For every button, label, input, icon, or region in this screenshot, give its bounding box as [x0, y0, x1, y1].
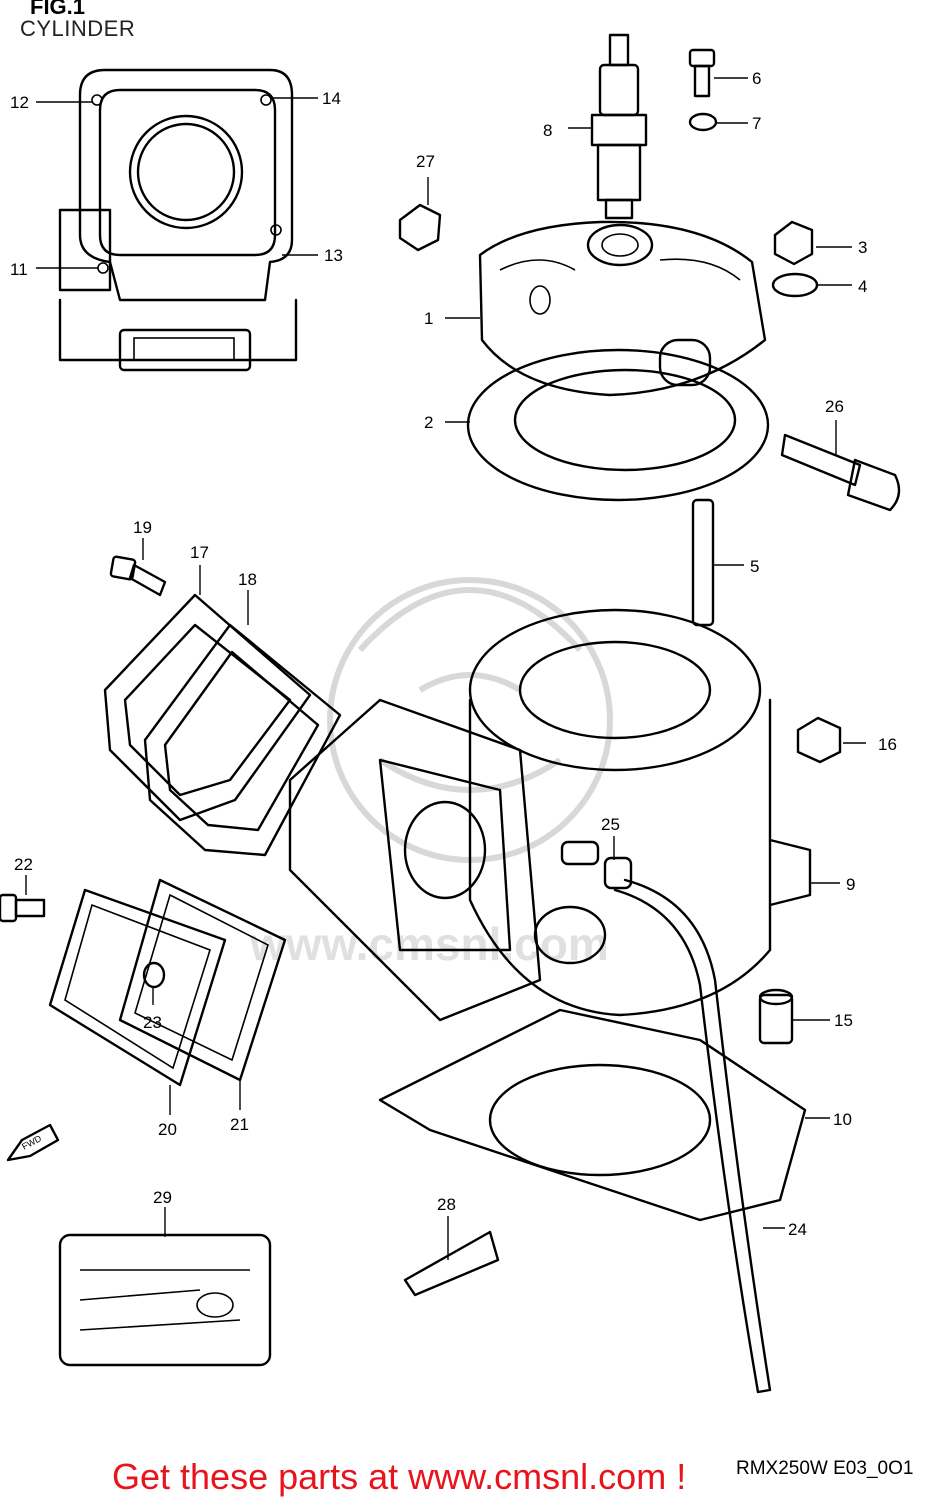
- callout-2: 2: [424, 413, 433, 432]
- callout-13: 13: [324, 246, 343, 265]
- callout-25: 25: [601, 815, 620, 834]
- o-ring-23: [142, 961, 166, 989]
- cylinder-head: [478, 220, 767, 397]
- callout-28: 28: [437, 1195, 456, 1214]
- leader-lines: [25, 77, 866, 1260]
- figure-subtitle: CYLINDER: [20, 16, 136, 41]
- label-29: [58, 1233, 272, 1367]
- figure-code: RMX250W E03_0O1: [736, 1458, 914, 1479]
- callout-6: 6: [752, 69, 761, 88]
- inset-cylinder-top-view: [58, 68, 298, 372]
- head-gasket: [466, 348, 770, 502]
- callout-17: 17: [190, 543, 209, 562]
- callout-24: 24: [788, 1220, 807, 1239]
- callout-14: 14: [322, 89, 341, 108]
- washer-4: [771, 272, 819, 298]
- callout-18: 18: [238, 570, 257, 589]
- base-gasket: [378, 1008, 807, 1222]
- callout-8: 8: [543, 121, 552, 140]
- nut-3: [773, 220, 814, 266]
- callout-10: 10: [833, 1110, 852, 1129]
- plate-28: [403, 1230, 500, 1297]
- intake-gasket-18: [143, 623, 342, 857]
- callout-3: 3: [858, 238, 867, 257]
- watermark-logo: www.cmsnl.com: [249, 577, 613, 970]
- fwd-arrow: FWD: [6, 1123, 60, 1162]
- callout-4: 4: [858, 277, 867, 296]
- cylinder-body: [288, 608, 812, 1022]
- callout-5: 5: [750, 557, 759, 576]
- hose-24: [613, 878, 772, 1394]
- cover-20: [48, 888, 227, 1087]
- callout-16: 16: [878, 735, 897, 754]
- callout-12: 12: [10, 93, 29, 112]
- bolt-6: [688, 48, 716, 98]
- bolt-19: [109, 555, 167, 597]
- callout-11: 11: [10, 260, 28, 279]
- bolt-22: [0, 893, 46, 923]
- callout-27: 27: [416, 152, 435, 171]
- callout-29: 29: [153, 1188, 172, 1207]
- callout-labels: 1 2 3 4 5 6 7 8 9 10 11 12 13 14 15 16 1…: [10, 69, 897, 1239]
- fitting-25: [560, 840, 633, 890]
- callout-21: 21: [230, 1115, 249, 1134]
- bolt-26: [780, 433, 901, 512]
- callout-19: 19: [133, 518, 152, 537]
- callout-23: 23: [143, 1013, 162, 1032]
- nut-27: [398, 203, 442, 252]
- callout-15: 15: [834, 1011, 853, 1030]
- promo-link[interactable]: Get these parts at www.cmsnl.com !: [112, 1456, 687, 1497]
- callout-9: 9: [846, 875, 855, 894]
- collar-15: [758, 988, 794, 1045]
- spark-plug: [590, 33, 648, 220]
- stud-5: [691, 498, 715, 627]
- washer-7: [688, 112, 718, 132]
- callout-22: 22: [14, 855, 33, 874]
- nut-16: [796, 716, 842, 764]
- callout-7: 7: [752, 114, 761, 133]
- intake-gasket-17: [103, 593, 312, 822]
- watermark-text: www.cmsnl.com: [249, 918, 609, 970]
- callout-20: 20: [158, 1120, 177, 1139]
- callout-26: 26: [825, 397, 844, 416]
- callout-1: 1: [424, 309, 433, 328]
- figure-title: FIG.1: [30, 0, 86, 19]
